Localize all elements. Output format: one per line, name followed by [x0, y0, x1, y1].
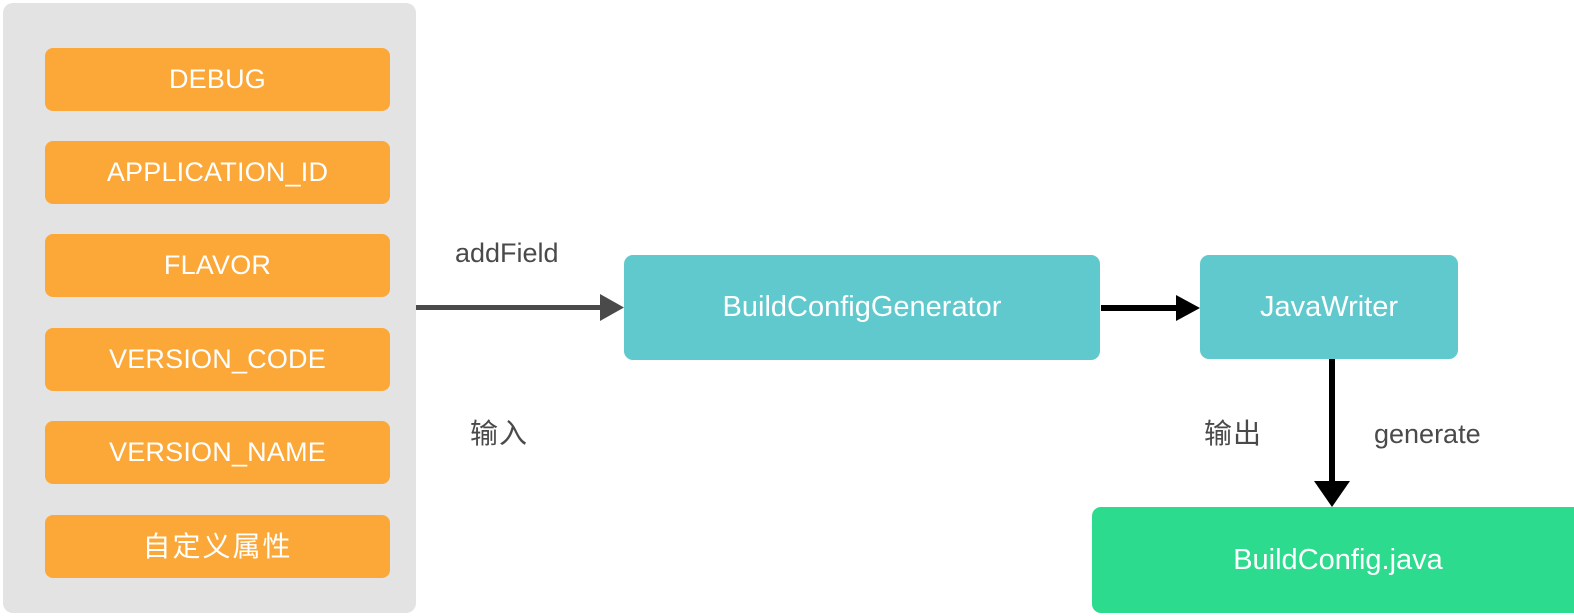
edge-label-generate: generate — [1374, 419, 1481, 449]
edge-label-add-field: addField — [455, 238, 559, 268]
node-label: BuildConfig.java — [1233, 543, 1443, 576]
node-label: BuildConfigGenerator — [722, 291, 1002, 323]
field-chip-version-code[interactable]: VERSION_CODE — [45, 328, 390, 391]
field-chip-label: VERSION_CODE — [109, 344, 326, 374]
node-label: JavaWriter — [1259, 290, 1399, 323]
field-chip-label: APPLICATION_ID — [106, 157, 329, 187]
arrow-writer-to-artifact — [1314, 359, 1350, 507]
field-chip-application-id[interactable]: APPLICATION_ID — [45, 141, 390, 204]
field-chip-label: DEBUG — [168, 64, 267, 94]
arrow-fields-to-generator — [416, 294, 624, 321]
edge-label-output: 输出 — [1204, 418, 1263, 449]
node-buildconfig-java[interactable]: BuildConfig.java — [1092, 507, 1574, 613]
field-chip-flavor[interactable]: FLAVOR — [45, 234, 390, 297]
field-chip-version-name[interactable]: VERSION_NAME — [45, 421, 390, 484]
field-chip-label: VERSION_NAME — [109, 437, 326, 467]
buildconfig-fields-panel: DEBUG APPLICATION_ID FLAVOR VERSION_CODE… — [3, 3, 416, 613]
field-chip-debug[interactable]: DEBUG — [45, 48, 390, 111]
arrow-generator-to-writer — [1101, 295, 1200, 321]
field-chip-custom-property[interactable]: 自定义属性 — [45, 515, 390, 578]
field-chip-label: 自定义属性 — [142, 530, 293, 562]
field-chip-label: FLAVOR — [163, 250, 272, 280]
node-javawriter[interactable]: JavaWriter — [1200, 255, 1458, 359]
edge-label-input: 输入 — [470, 418, 529, 449]
node-buildconfig-generator[interactable]: BuildConfigGenerator — [624, 255, 1100, 360]
